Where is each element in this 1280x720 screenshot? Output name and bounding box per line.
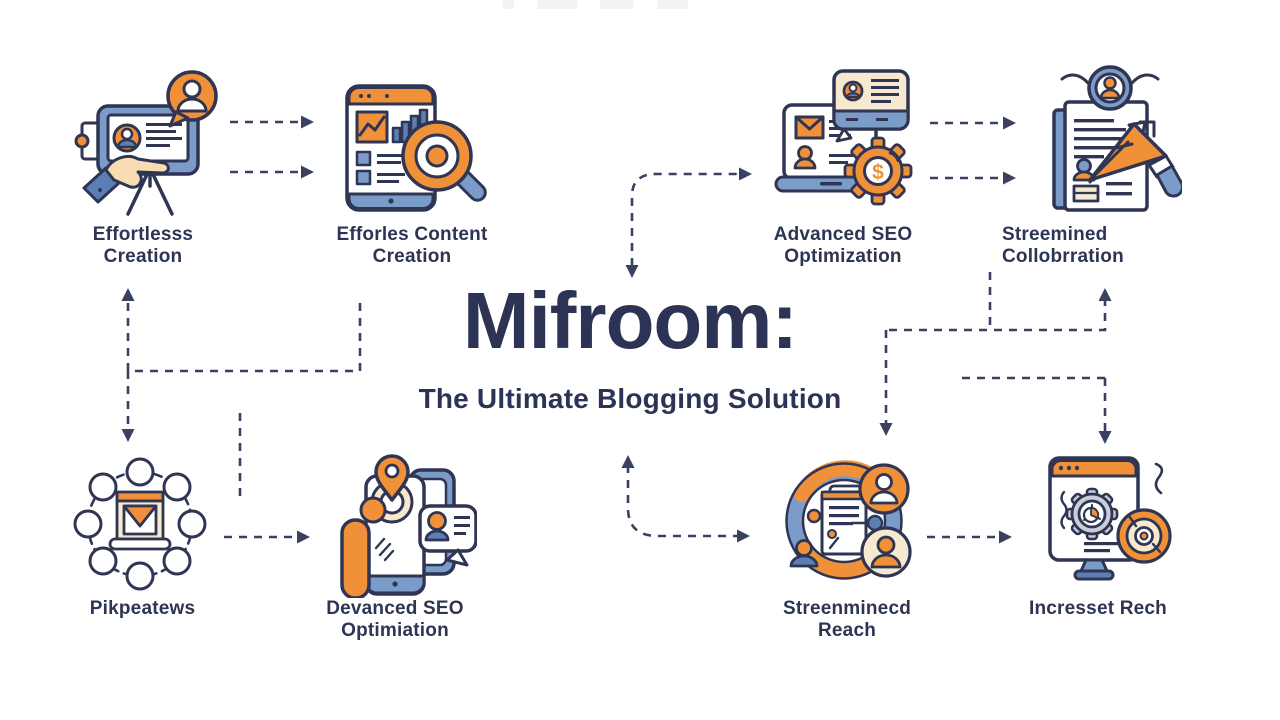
page-title: Mifroom: [462, 276, 798, 365]
monitor-gear-target-icon [1028, 448, 1178, 593]
cropped-top-text-artifact [657, 0, 688, 9]
feature-label-streenminecd-reach: Streenminecd Reach [782, 598, 912, 641]
feature-label-incresset-rech: Incresset Rech [1029, 598, 1167, 619]
feature-label-effortless-creation: Effortlesss Creation [92, 224, 194, 267]
circular-arrows-people-icon [772, 446, 922, 596]
camera-tablet-icon [70, 68, 230, 218]
page-subtitle: The Ultimate Blogging Solution [418, 383, 842, 414]
svg-text:$: $ [872, 161, 884, 184]
title-block: Mifroom: The Ultimate Blogging Solution [0, 281, 1260, 415]
cropped-top-text-artifact [503, 0, 514, 9]
laptop-gear-dollar-icon: $ [772, 65, 922, 210]
feature-label-efforles-content-creation: Efforles Content Creation [336, 224, 488, 267]
feature-label-advanced-seo-optimization: Advanced SEO Optimization [773, 224, 913, 267]
feature-label-devanced-seo-optimiation: Devanced SEO Optimiation [326, 598, 464, 641]
tablet-search-icon [325, 78, 495, 218]
network-laptop-icon [65, 448, 215, 598]
feature-label-pikpeatews: Pikpeatews [89, 598, 196, 619]
document-pen-icon [1032, 62, 1182, 217]
hand-phone-location-icon [322, 448, 477, 598]
cropped-top-text-artifact [600, 0, 633, 9]
cropped-top-text-artifact [537, 0, 577, 9]
feature-label-streemined-collobrration: Streemined Collobrration [1002, 224, 1124, 267]
